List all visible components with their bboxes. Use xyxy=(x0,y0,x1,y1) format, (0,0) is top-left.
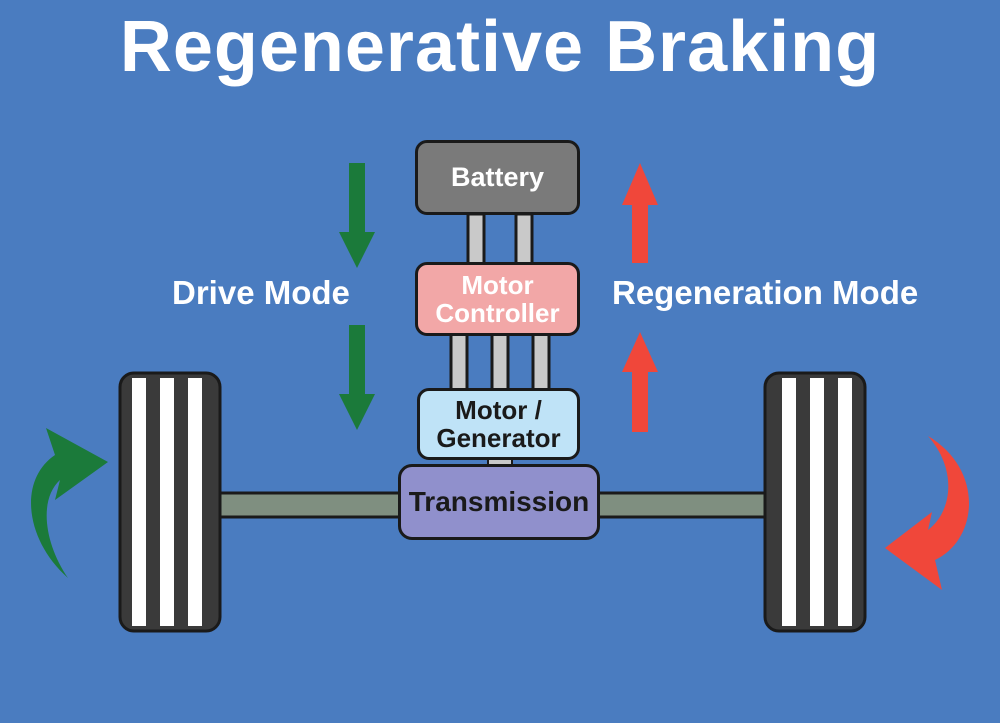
battery-box: Battery xyxy=(415,140,580,215)
connector-battery-controller-1 xyxy=(466,212,486,266)
drive-mode-label: Drive Mode xyxy=(172,274,350,311)
battery-label: Battery xyxy=(450,161,545,192)
regen-rotation-arrow-icon xyxy=(885,436,969,590)
connector-controller-motor-2 xyxy=(490,332,510,392)
transmission-label: Transmission xyxy=(408,485,590,517)
drive-arrow-lower xyxy=(339,325,375,430)
motor-generator-box: Motor / Generator xyxy=(417,388,580,460)
left-tire xyxy=(118,371,222,633)
drive-rotation-arrow-icon xyxy=(31,428,108,578)
page-title: Regenerative Braking xyxy=(119,7,881,87)
motor-controller-label-line1: Motor xyxy=(461,269,534,300)
connector-controller-motor-3 xyxy=(531,332,551,392)
motor-generator-label-line2: Generator xyxy=(436,423,561,453)
connector-battery-controller-2 xyxy=(514,212,534,266)
regen-arrow-upper xyxy=(622,163,658,263)
regen-arrow-lower xyxy=(622,332,658,432)
transmission-box: Transmission xyxy=(398,464,600,540)
motor-generator-label-line1: Motor / xyxy=(455,394,542,425)
drive-arrow-upper xyxy=(339,163,375,268)
regeneration-mode-label: Regeneration Mode xyxy=(612,274,919,311)
motor-controller-label-line2: Controller xyxy=(435,298,560,328)
connector-controller-motor-1 xyxy=(449,332,469,392)
right-tire xyxy=(763,371,867,633)
motor-controller-box: Motor Controller xyxy=(415,262,580,336)
